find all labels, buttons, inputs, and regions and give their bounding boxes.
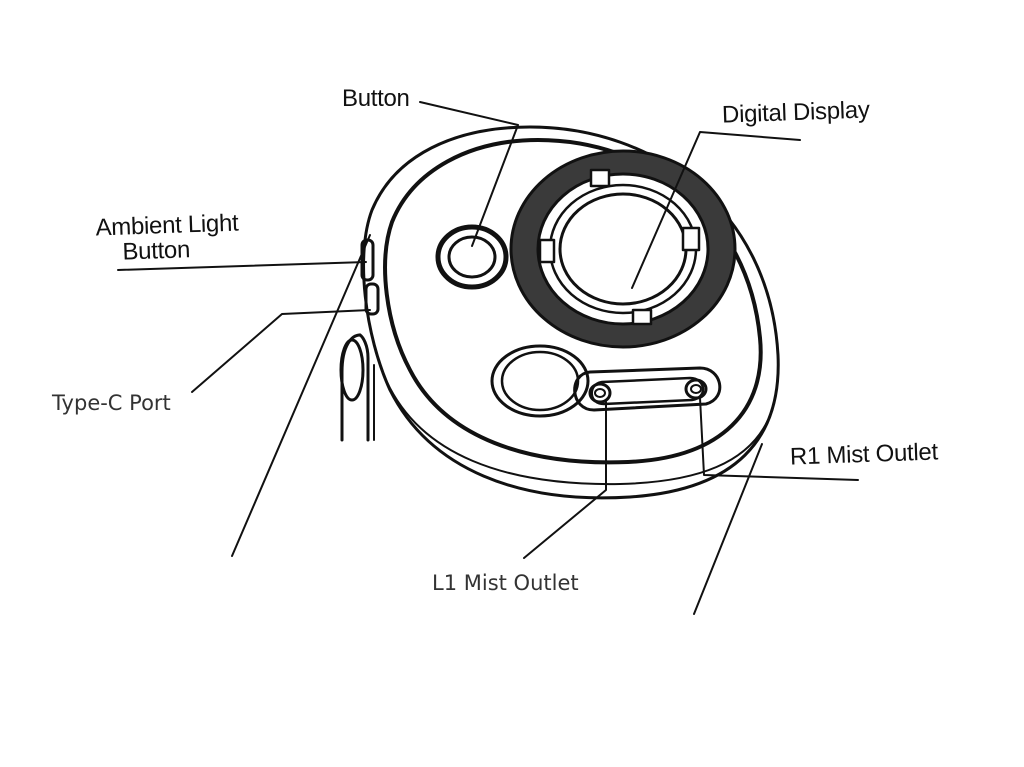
r1-outlet-hole <box>684 378 708 400</box>
leader-type-c <box>191 309 371 393</box>
l1-outlet-core <box>594 388 606 398</box>
leader-digital-display <box>631 131 801 289</box>
label-button: Button <box>342 85 410 112</box>
stand-leg-face <box>339 338 365 402</box>
label-l1-mist-outlet: L1 Mist Outlet <box>432 571 579 595</box>
mist-slot-outer <box>573 366 722 412</box>
stand-leg <box>339 333 375 442</box>
label-type-c-port: Type-C Port <box>52 391 171 415</box>
display-clip-bottom <box>631 308 653 326</box>
r1-outlet-core <box>690 384 702 394</box>
leader-button <box>419 101 519 247</box>
leader-long-right <box>693 443 763 615</box>
leader-lines <box>117 101 859 615</box>
mist-outlet-slot <box>573 366 722 412</box>
round-pad <box>490 344 590 418</box>
leader-l1-mist <box>523 401 607 559</box>
button-shape <box>435 224 509 290</box>
round-pad-outer <box>490 344 590 418</box>
leader-ambient-light <box>117 261 367 271</box>
leader-r1-mist <box>699 397 859 481</box>
button-outer-ring <box>435 224 509 290</box>
label-r1-mist-outlet: R1 Mist Outlet <box>789 438 939 471</box>
label-ambient-light-button: Ambient Light Button <box>95 209 240 266</box>
button-inner-ring <box>447 235 497 279</box>
display-screen <box>558 192 688 306</box>
stand-leg-right <box>358 333 370 442</box>
display-clip-left <box>538 238 556 264</box>
display-clip-right <box>681 226 701 252</box>
label-digital-display: Digital Display <box>721 96 870 129</box>
display-clip-top <box>589 168 611 188</box>
label-ambient-light-line1: Ambient Light <box>95 209 239 242</box>
l1-outlet-hole <box>588 382 612 404</box>
leader-long-left <box>231 234 371 557</box>
type-c-port-shape <box>364 282 380 316</box>
skirt-line <box>385 379 769 486</box>
top-face-outline <box>383 138 763 465</box>
digital-display-shape <box>509 149 737 349</box>
round-pad-inner <box>500 350 580 412</box>
device-body <box>362 125 780 500</box>
